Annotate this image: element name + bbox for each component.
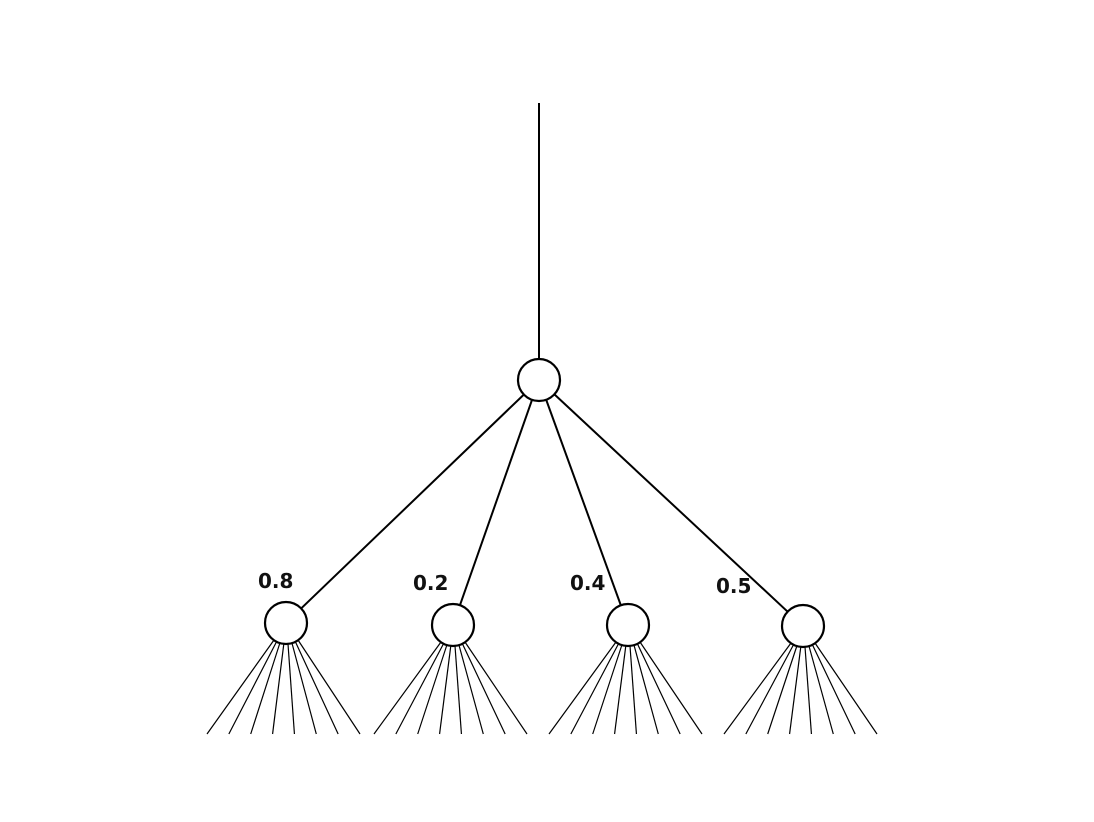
leaf-branch <box>807 642 834 735</box>
node-child-3 <box>605 602 651 648</box>
leaf-branch <box>454 641 463 735</box>
leaf-branch <box>629 641 638 735</box>
edge-label: 0.8 <box>258 569 293 593</box>
leaf-branch <box>639 641 703 735</box>
leaf-branch <box>206 639 275 735</box>
leaf-branch <box>464 641 528 735</box>
leaf-branch <box>613 641 627 735</box>
edge-root-to-child-3 <box>544 397 622 606</box>
leaf-branch <box>592 641 624 735</box>
leaf-branch <box>570 641 620 735</box>
edge-label: 0.4 <box>570 571 605 595</box>
leaf-branch <box>290 639 317 735</box>
leaf-branch <box>814 642 878 735</box>
leaf-branch <box>417 641 449 735</box>
leaf-branch <box>395 641 445 735</box>
leaf-branch <box>745 642 795 735</box>
leaf-branch <box>548 641 617 735</box>
leaf-branch <box>228 639 278 735</box>
leaf-branch <box>438 641 452 735</box>
leaf-branch <box>297 639 361 735</box>
leaf-branch <box>723 642 792 735</box>
edge-root-to-child-1 <box>300 392 527 610</box>
leaf-branch <box>461 641 506 735</box>
leaf-branch <box>457 641 484 735</box>
edge-label: 0.5 <box>716 574 751 598</box>
leaf-branch <box>250 639 282 735</box>
leaf-branch <box>788 642 802 735</box>
leaf-branch <box>767 642 799 735</box>
leaf-branch <box>804 642 813 735</box>
leaf-branch <box>287 639 296 735</box>
edge-label: 0.2 <box>413 571 448 595</box>
leaf-branch <box>811 642 856 735</box>
node-root <box>516 357 562 403</box>
leaf-branch <box>373 641 442 735</box>
edge-root-to-child-2 <box>459 397 534 606</box>
node-child-1 <box>263 600 309 646</box>
leaf-branch <box>636 641 681 735</box>
leaf-branch <box>271 639 285 735</box>
leaf-branch <box>294 639 339 735</box>
node-child-2 <box>430 602 476 648</box>
leaf-branch <box>632 641 659 735</box>
node-child-4 <box>780 603 826 649</box>
edge-root-to-child-4 <box>552 392 789 613</box>
